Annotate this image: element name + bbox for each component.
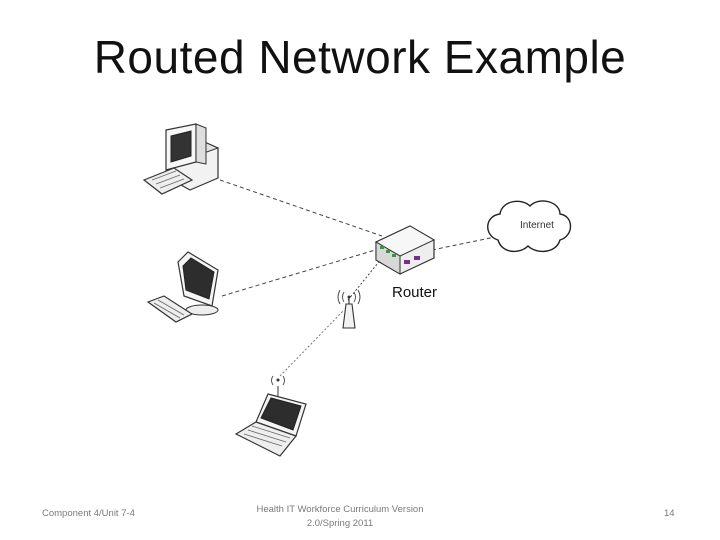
footer-component: Component 4/Unit 7-4	[42, 508, 135, 519]
footer-curriculum-line1: Health IT Workforce Curriculum Version	[256, 504, 424, 515]
link-monitor-router	[221, 247, 383, 297]
desktop-computer-icon	[142, 123, 220, 195]
page-number: 14	[664, 508, 675, 519]
link-desktop-router	[219, 179, 383, 237]
footer-curriculum: Health IT Workforce Curriculum Version 2…	[250, 503, 430, 531]
internet-label: Internet	[520, 220, 554, 231]
slide-title: Routed Network Example	[93, 31, 627, 83]
wireless-access-point-icon	[337, 289, 361, 329]
router-icon	[374, 225, 436, 275]
link-access-point-router	[347, 257, 383, 301]
laptop-icon	[234, 375, 307, 457]
footer-curriculum-line2: 2.0/Spring 2011	[306, 518, 374, 529]
wireless-link-laptop	[279, 309, 345, 377]
router-label: Router	[392, 284, 438, 301]
monitor-computer-icon	[146, 251, 219, 323]
internet-cloud-icon	[487, 200, 572, 253]
link-router-internet	[431, 235, 501, 251]
